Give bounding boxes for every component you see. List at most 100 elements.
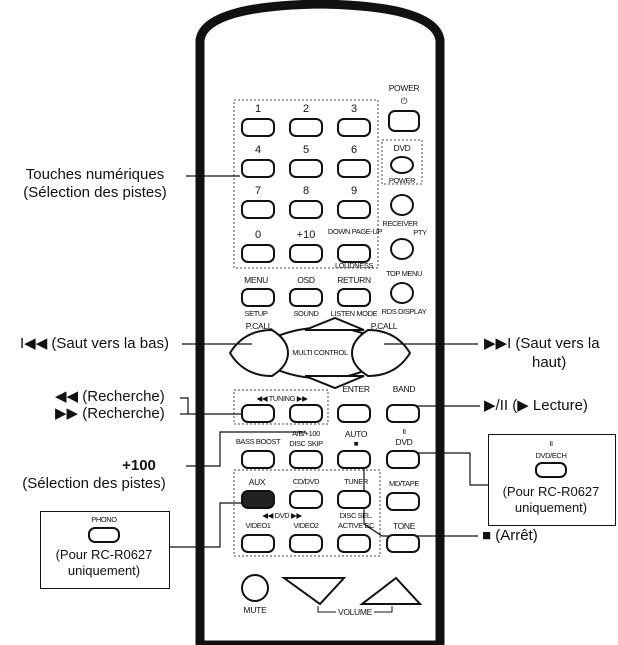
key-5-button[interactable] — [289, 159, 323, 178]
cd-dvd-button[interactable] — [289, 490, 323, 509]
volume-up-button — [359, 576, 423, 605]
disc-skip-label: DISC SKIP — [289, 439, 323, 448]
bass-boost-button[interactable] — [241, 450, 275, 469]
annotation-plus100-sub: (Sélection des pistes) — [22, 475, 166, 492]
video2-label: VIDEO2 — [293, 521, 319, 530]
return-button[interactable] — [337, 288, 371, 307]
md-tape-button[interactable] — [386, 492, 420, 511]
video1-label: VIDEO1 — [245, 521, 271, 530]
dvdnav-note-line2: uniquement) — [514, 500, 588, 515]
power-icon: ⏻ — [400, 96, 408, 106]
aux-button[interactable] — [241, 490, 275, 509]
key-3-button[interactable] — [337, 118, 371, 137]
menu-label: MENU — [244, 275, 268, 285]
tuning-down-button[interactable] — [241, 404, 275, 423]
dvd-power-button[interactable] — [390, 156, 414, 174]
play-pause-button[interactable] — [386, 404, 420, 423]
key-0-button[interactable] — [241, 244, 275, 263]
key-1-label: 1 — [254, 103, 262, 115]
band-label: BAND — [392, 384, 416, 394]
annotation-play: ▶/II (▶ Lecture) — [484, 397, 588, 414]
pty-label: PTY — [413, 228, 427, 237]
enter-button[interactable] — [337, 404, 371, 423]
key-2-button[interactable] — [289, 118, 323, 137]
tuning-label: ◀◀ TUNING ▶▶ — [256, 394, 308, 403]
pcall-right-button — [350, 328, 412, 378]
osd-button[interactable] — [289, 288, 323, 307]
sound-label: SOUND — [293, 309, 319, 318]
setup-label: SETUP — [244, 309, 268, 318]
active-ec-button[interactable] — [337, 534, 371, 553]
annotation-numeric-title: Touches numériques — [25, 166, 165, 183]
dvdnav-note-line1: (Pour RC-R0627 — [502, 484, 600, 499]
key-plus10-label: +10 — [296, 229, 316, 241]
dvd-power-group — [381, 139, 423, 185]
tuner-label: TUNER — [344, 477, 368, 486]
menu-button[interactable] — [241, 288, 275, 307]
video2-button[interactable] — [289, 534, 323, 553]
loudness-label: LOUDNESS — [334, 261, 374, 270]
rds-display-label: RDS DISPLAY — [381, 307, 427, 316]
receiver-button[interactable] — [390, 194, 414, 216]
tuning-up-button[interactable] — [289, 404, 323, 423]
top-menu-button[interactable] — [390, 282, 414, 304]
key-3-label: 3 — [350, 103, 358, 115]
power-label: POWER — [388, 83, 420, 93]
dvdnav-button — [535, 462, 567, 478]
dvd-power-top-label: DVD — [393, 143, 411, 153]
md-tape-label: MD/TAPE — [389, 479, 419, 488]
ab-100-label: A/B/+100 — [292, 429, 320, 438]
video1-button[interactable] — [241, 534, 275, 553]
disc-sel-label: DISC SEL. — [339, 511, 373, 520]
stop-button[interactable] — [337, 450, 371, 469]
phono-note-line2: uniquement) — [67, 563, 141, 578]
pcall-right-label: P.CALL — [370, 321, 398, 331]
annotation-numeric-sub: (Sélection des pistes) — [23, 184, 167, 201]
key-2-label: 2 — [302, 103, 310, 115]
key-5-label: 5 — [302, 144, 310, 156]
key-6-label: 6 — [350, 144, 358, 156]
power-button[interactable] — [388, 110, 420, 132]
mute-button[interactable] — [241, 574, 269, 602]
key-8-button[interactable] — [289, 200, 323, 219]
annotation-numeric-keys: Touches numériques (Sélection des pistes… — [6, 166, 184, 202]
tone-button[interactable] — [386, 534, 420, 553]
key-1-button[interactable] — [241, 118, 275, 137]
stop-icon: ■ — [353, 439, 359, 448]
ab-100-button[interactable] — [289, 450, 323, 469]
auto-label: AUTO — [344, 429, 368, 439]
dvdnav-label: DVD/ECH — [535, 451, 567, 460]
tuner-button[interactable] — [337, 490, 371, 509]
dvd-nav-label: ◀◀ DVD ▶▶ — [262, 511, 302, 520]
pcall-left-button — [228, 328, 290, 378]
annotation-plus100-title: +100 — [122, 457, 156, 474]
key-plus10-button[interactable] — [289, 244, 323, 263]
key-4-label: 4 — [254, 144, 262, 156]
key-0-label: 0 — [254, 229, 262, 241]
receiver-label: RECEIVER — [382, 219, 418, 228]
osd-label: OSD — [297, 275, 315, 285]
pty-button[interactable] — [390, 238, 414, 260]
key-4-button[interactable] — [241, 159, 275, 178]
annotation-search-back: ◀◀ (Recherche) — [55, 388, 165, 405]
key-9-button[interactable] — [337, 200, 371, 219]
return-label: RETURN — [337, 275, 371, 285]
annotation-search-forward: ▶▶ (Recherche) — [55, 405, 165, 422]
input-group — [233, 469, 381, 557]
aux-label: AUX — [248, 477, 266, 487]
key-6-button[interactable] — [337, 159, 371, 178]
volume-down-button — [280, 577, 347, 606]
down-page-up-label: DOWN PAGE-UP — [327, 227, 383, 236]
page-button[interactable] — [337, 244, 371, 263]
annotation-skip-up-line1: ▶▶I (Saut vers la — [484, 335, 600, 352]
key-7-button[interactable] — [241, 200, 275, 219]
pause-icon: II — [402, 427, 406, 436]
annotation-stop: ■ (Arrêt) — [482, 527, 538, 544]
dvdnav-inset — [488, 434, 616, 526]
key-9-label: 9 — [350, 185, 358, 197]
pcall-left-label: P.CALL — [245, 321, 273, 331]
phono-note-line1: (Pour RC-R0627 — [55, 547, 153, 562]
dvd-button[interactable] — [386, 450, 420, 469]
volume-label: VOLUME — [337, 607, 373, 617]
annotation-plus100: +100 (Sélection des pistes) — [4, 457, 184, 493]
